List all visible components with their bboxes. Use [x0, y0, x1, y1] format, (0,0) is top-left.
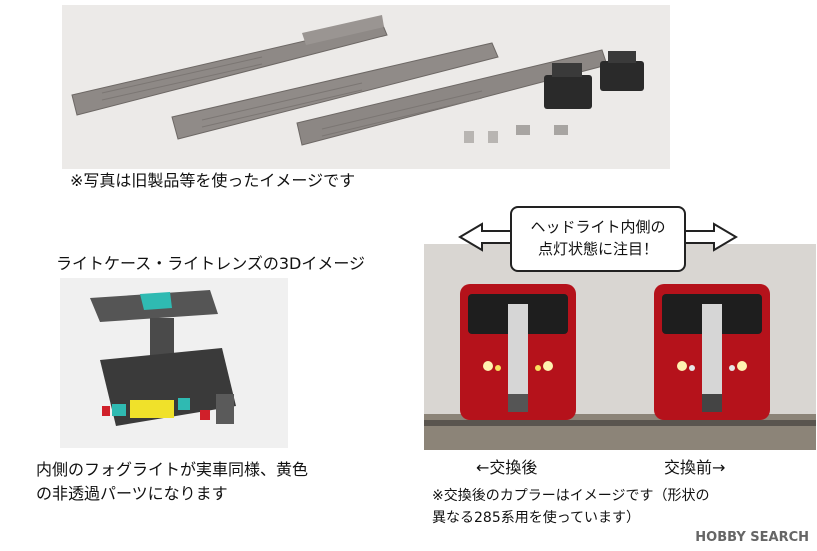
fog-text-line1: 内側のフォグライトが実車同様、黄色 — [36, 460, 309, 479]
parts-photo — [62, 5, 670, 169]
callout-line2: 点灯状態に注目！ — [537, 240, 658, 258]
coupler-note-line2: 異なる285系用を使っています） — [432, 510, 641, 526]
hobby-search-logo: HOBBY SEARCH — [695, 530, 809, 545]
callout-box: ヘッドライト内側の 点灯状態に注目！ — [510, 206, 686, 272]
before-label: 交換前→ — [664, 458, 726, 477]
train-comparison-photo — [424, 244, 816, 450]
callout-line1: ヘッドライト内側の — [530, 218, 666, 236]
light-case-3d-image — [60, 278, 288, 448]
light-case-caption: ライトケース・ライトレンズの3Dイメージ — [56, 254, 366, 273]
coupler-note-line1: ※交換後のカプラーはイメージです（形状の — [432, 488, 710, 504]
fog-text-line2: の非透過パーツになります — [36, 484, 228, 503]
photo-caption: ※写真は旧製品等を使ったイメージです — [70, 171, 356, 190]
after-label: ←交換後 — [476, 458, 538, 477]
